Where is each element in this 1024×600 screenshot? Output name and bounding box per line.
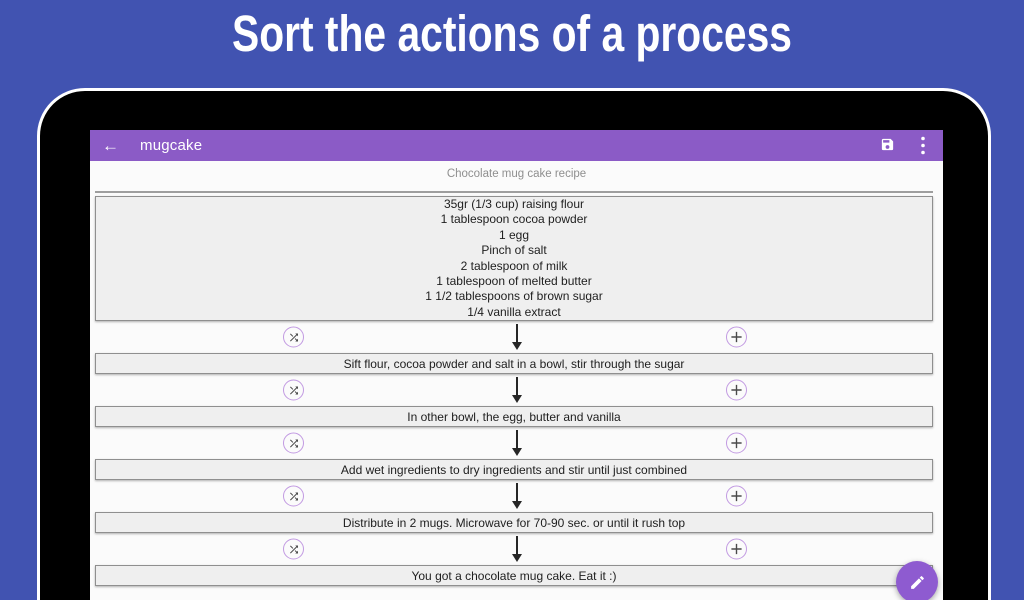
add-step-button[interactable] — [726, 432, 747, 454]
recipe-title: Chocolate mug cake recipe — [446, 168, 587, 180]
add-step-button[interactable] — [726, 485, 747, 507]
connector-row — [90, 321, 943, 353]
recipe-header: Chocolate mug cake recipe — [90, 161, 943, 196]
shuffle-icon — [289, 545, 298, 553]
shuffle-icon — [289, 386, 298, 394]
shuffle-icon — [289, 439, 298, 447]
ingredient-line: 1 egg — [498, 227, 530, 242]
swap-steps-button[interactable] — [283, 379, 304, 401]
swap-steps-button[interactable] — [283, 326, 304, 348]
save-button[interactable] — [880, 137, 895, 152]
connector-row — [90, 374, 943, 406]
plus-icon — [731, 543, 742, 555]
floppy-disk-icon — [881, 138, 894, 151]
plus-icon — [731, 490, 742, 502]
ingredient-line: 1/4 vanilla extract — [467, 304, 561, 319]
ingredient-line: 35gr (1/3 cup) raising flour — [443, 196, 585, 211]
overflow-menu-button[interactable] — [916, 135, 930, 156]
arrow-down-icon — [511, 536, 522, 562]
ingredient-line: 2 tablespoon of milk — [460, 258, 568, 273]
app-toolbar: ← mugcake — [90, 130, 943, 161]
arrow-down-icon — [511, 324, 522, 350]
ingredient-line: 1 tablespoon cocoa powder — [440, 212, 588, 227]
connector-row — [90, 533, 943, 565]
arrow-left-icon: ← — [102, 135, 119, 155]
swap-steps-button[interactable] — [283, 485, 304, 507]
swap-steps-button[interactable] — [283, 538, 304, 560]
step-box[interactable]: Distribute in 2 mugs. Microwave for 70-9… — [95, 512, 933, 533]
plus-icon — [731, 437, 742, 449]
edit-fab-button[interactable] — [896, 561, 938, 600]
toolbar-title: mugcake — [140, 137, 203, 154]
step-box[interactable]: You got a chocolate mug cake. Eat it :) — [95, 565, 933, 586]
connector-row — [90, 480, 943, 512]
page-title: Sort the actions of a process — [231, 5, 793, 62]
connector-row — [90, 427, 943, 459]
arrow-down-icon — [511, 377, 522, 403]
step-box[interactable]: Add wet ingredients to dry ingredients a… — [95, 459, 933, 480]
kebab-menu-icon — [921, 136, 925, 155]
ingredient-line: 1 tablespoon of melted butter — [436, 273, 592, 288]
ingredient-line: Pinch of salt — [481, 243, 547, 258]
shuffle-icon — [289, 492, 298, 500]
plus-icon — [731, 384, 742, 396]
pencil-icon — [910, 575, 924, 589]
shuffle-icon — [289, 333, 298, 341]
add-step-button[interactable] — [726, 379, 747, 401]
add-step-button[interactable] — [726, 326, 747, 348]
app-screen: ← mugcake Chocolate mug cake recipe 35gr… — [90, 130, 943, 600]
arrow-down-icon — [511, 483, 522, 509]
plus-icon — [731, 331, 742, 343]
step-box[interactable]: In other bowl, the egg, butter and vanil… — [95, 406, 933, 427]
back-button[interactable]: ← — [102, 130, 119, 161]
arrow-down-icon — [511, 430, 522, 456]
step-box[interactable]: Sift flour, cocoa powder and salt in a b… — [95, 353, 933, 374]
ingredient-line: 1 1/2 tablespoons of brown sugar — [425, 289, 603, 304]
add-step-button[interactable] — [726, 538, 747, 560]
header-divider — [95, 191, 933, 193]
flow: Sift flour, cocoa powder and salt in a b… — [90, 321, 943, 586]
swap-steps-button[interactable] — [283, 432, 304, 454]
